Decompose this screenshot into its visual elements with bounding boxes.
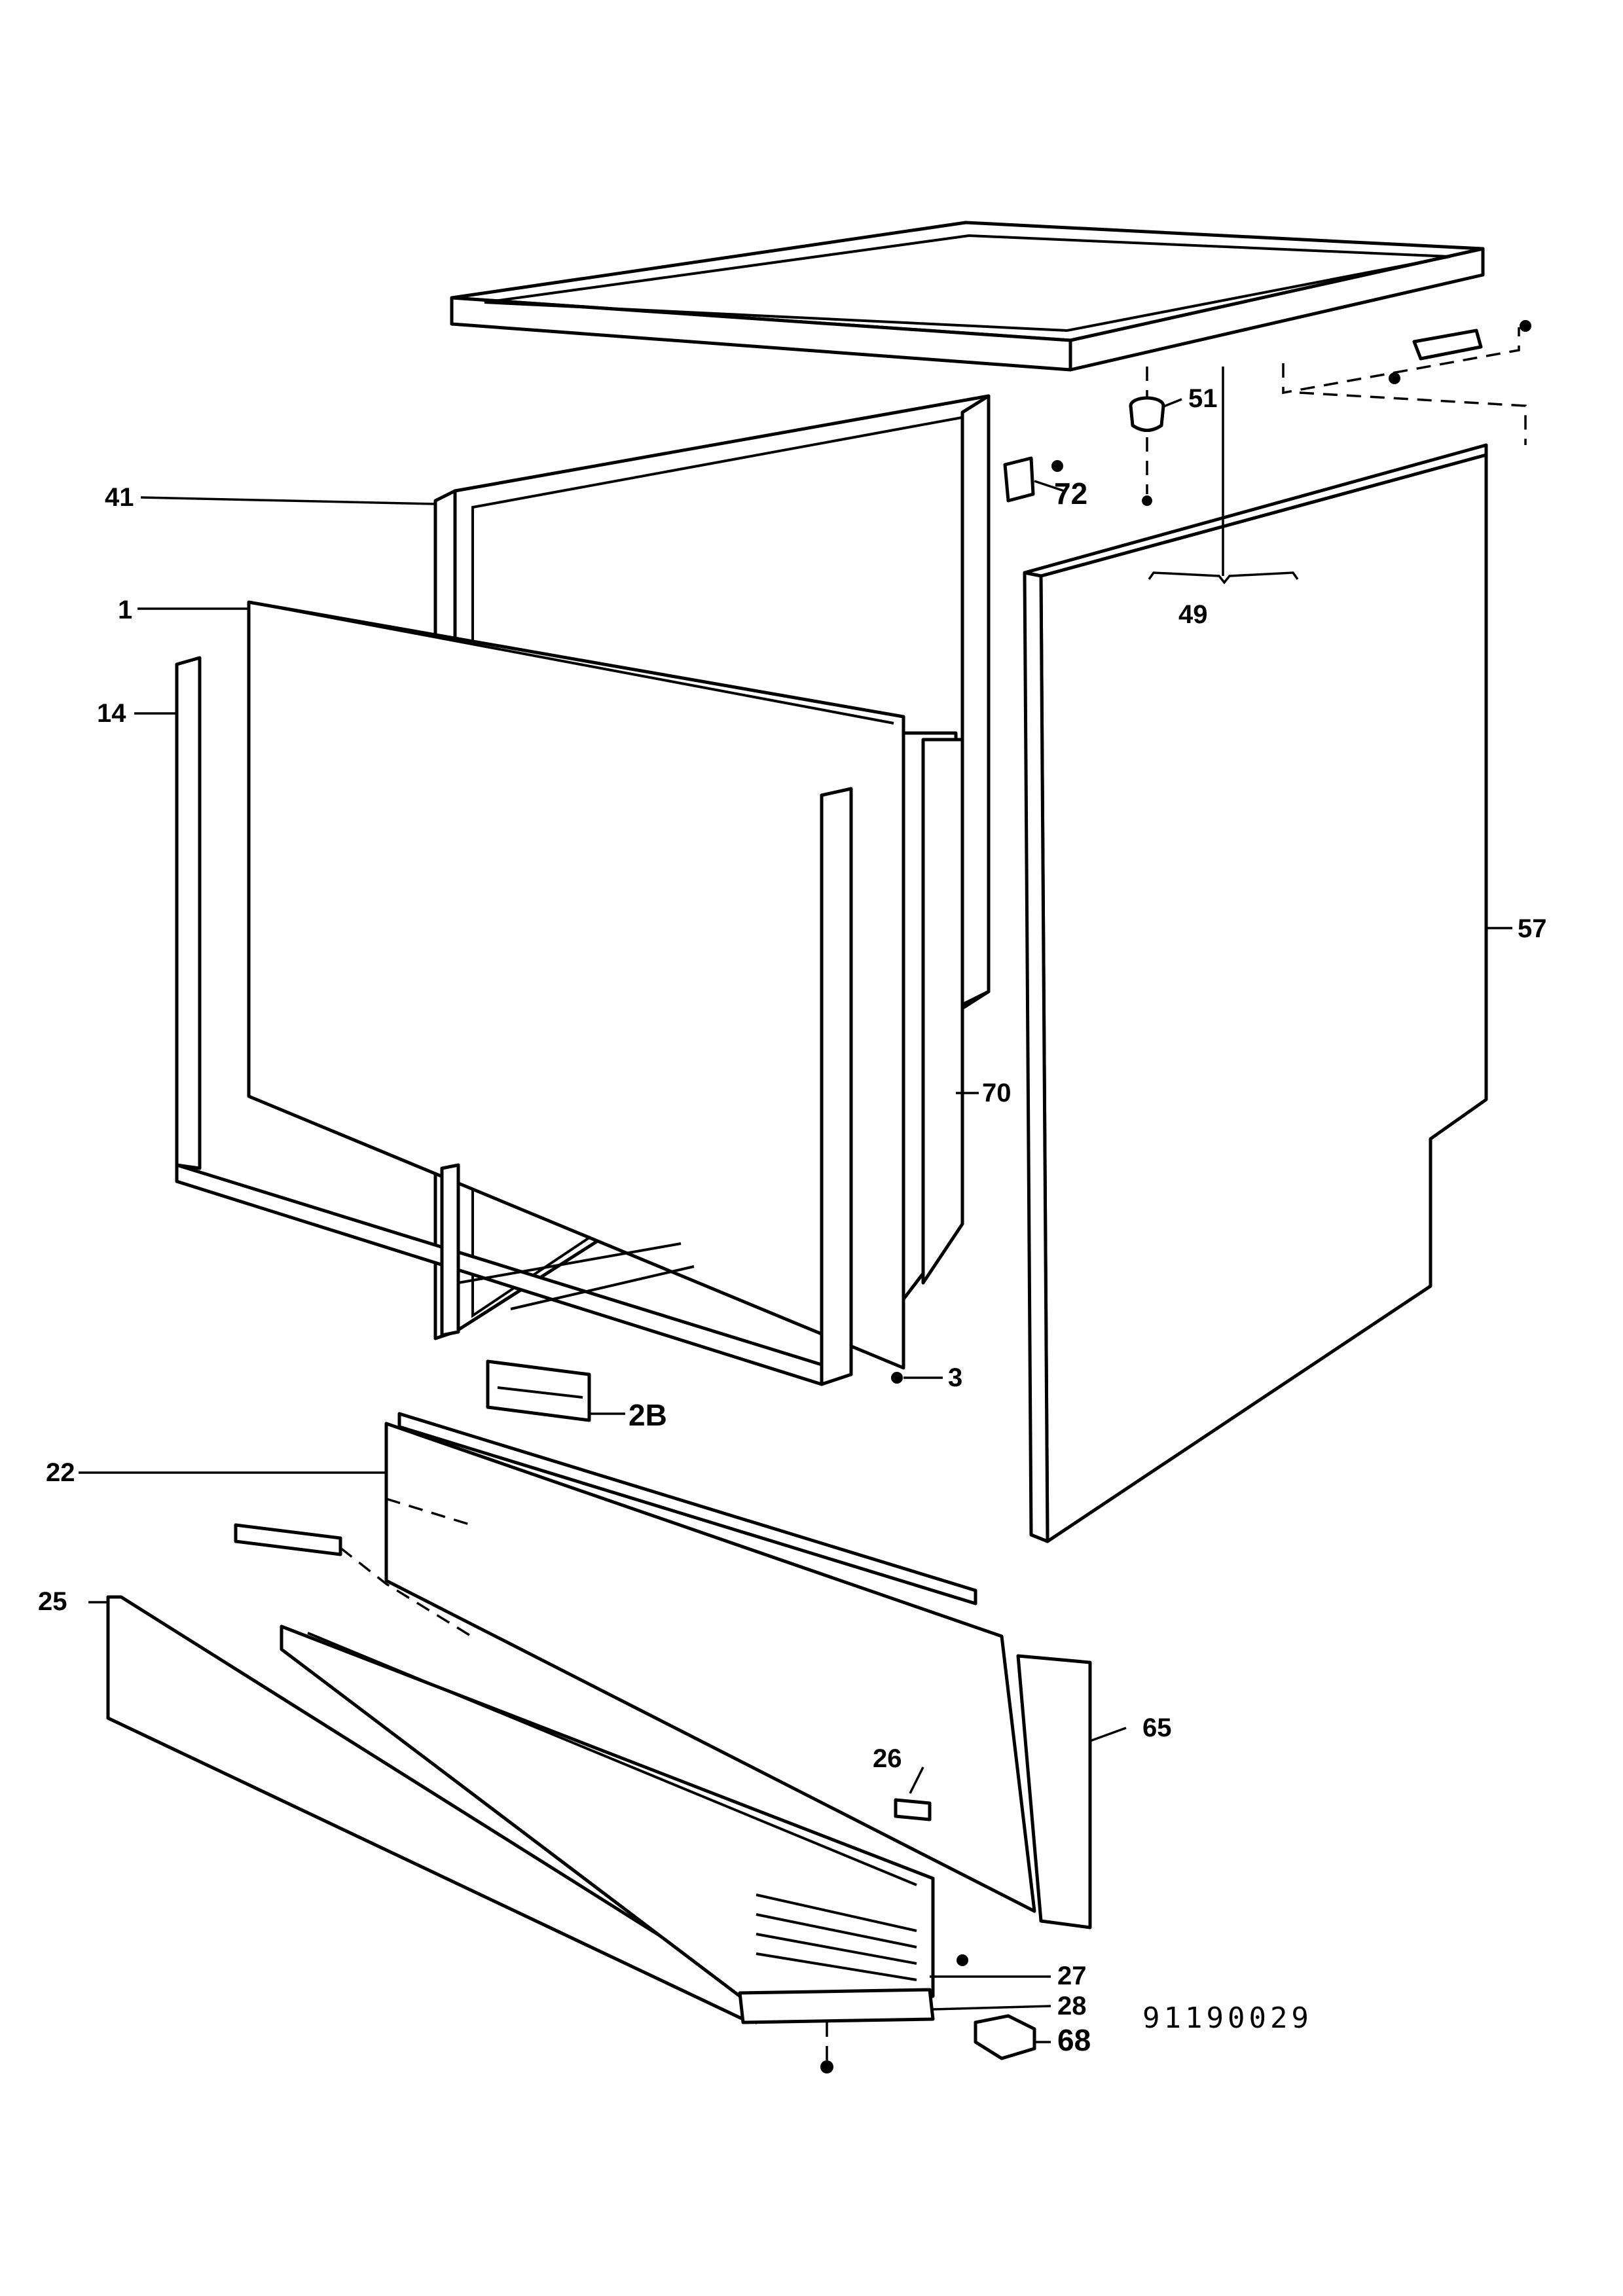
callout-labels: 1 3 14 22 25 26 27 28 2B 41 49 51 57 65 … <box>38 384 1547 2057</box>
front-frame <box>175 600 905 1386</box>
clip-26 <box>894 1798 932 1821</box>
callout-51: 51 <box>1188 384 1218 413</box>
clip-68 <box>974 2014 1036 2060</box>
callout-22: 22 <box>46 1458 75 1487</box>
top-plate <box>450 221 1485 372</box>
front-fascia <box>106 1595 758 2024</box>
callout-49: 49 <box>1178 600 1208 629</box>
callout-28: 28 <box>1057 1992 1087 2020</box>
callout-70: 70 <box>982 1079 1012 1107</box>
control-panel <box>234 1412 1036 1913</box>
callout-68: 68 <box>1057 2023 1091 2057</box>
callout-57: 57 <box>1518 914 1547 943</box>
rear-bracket <box>1282 320 1531 445</box>
callout-25: 25 <box>38 1587 67 1616</box>
hinge-bracket <box>486 1359 591 1422</box>
callout-3: 3 <box>948 1363 962 1392</box>
callout-41: 41 <box>105 483 134 512</box>
clip <box>1003 456 1063 503</box>
callout-27: 27 <box>1057 1962 1087 1990</box>
callout-72: 72 <box>1054 476 1087 511</box>
control-buttons <box>756 1893 917 1981</box>
insulation-block <box>1016 1654 1092 1929</box>
callout-65: 65 <box>1142 1713 1172 1742</box>
control-housing <box>280 1624 935 2024</box>
drawing-number: 91190029 <box>1142 2001 1313 2035</box>
callout-2B: 2B <box>629 1398 667 1432</box>
foot-plug <box>1129 367 1165 506</box>
leader-lines <box>79 367 1512 2043</box>
side-panel <box>1023 443 1488 1543</box>
callout-14: 14 <box>97 699 126 728</box>
door-inner <box>902 731 964 1301</box>
callout-1: 1 <box>118 596 132 624</box>
callout-26: 26 <box>873 1744 902 1773</box>
